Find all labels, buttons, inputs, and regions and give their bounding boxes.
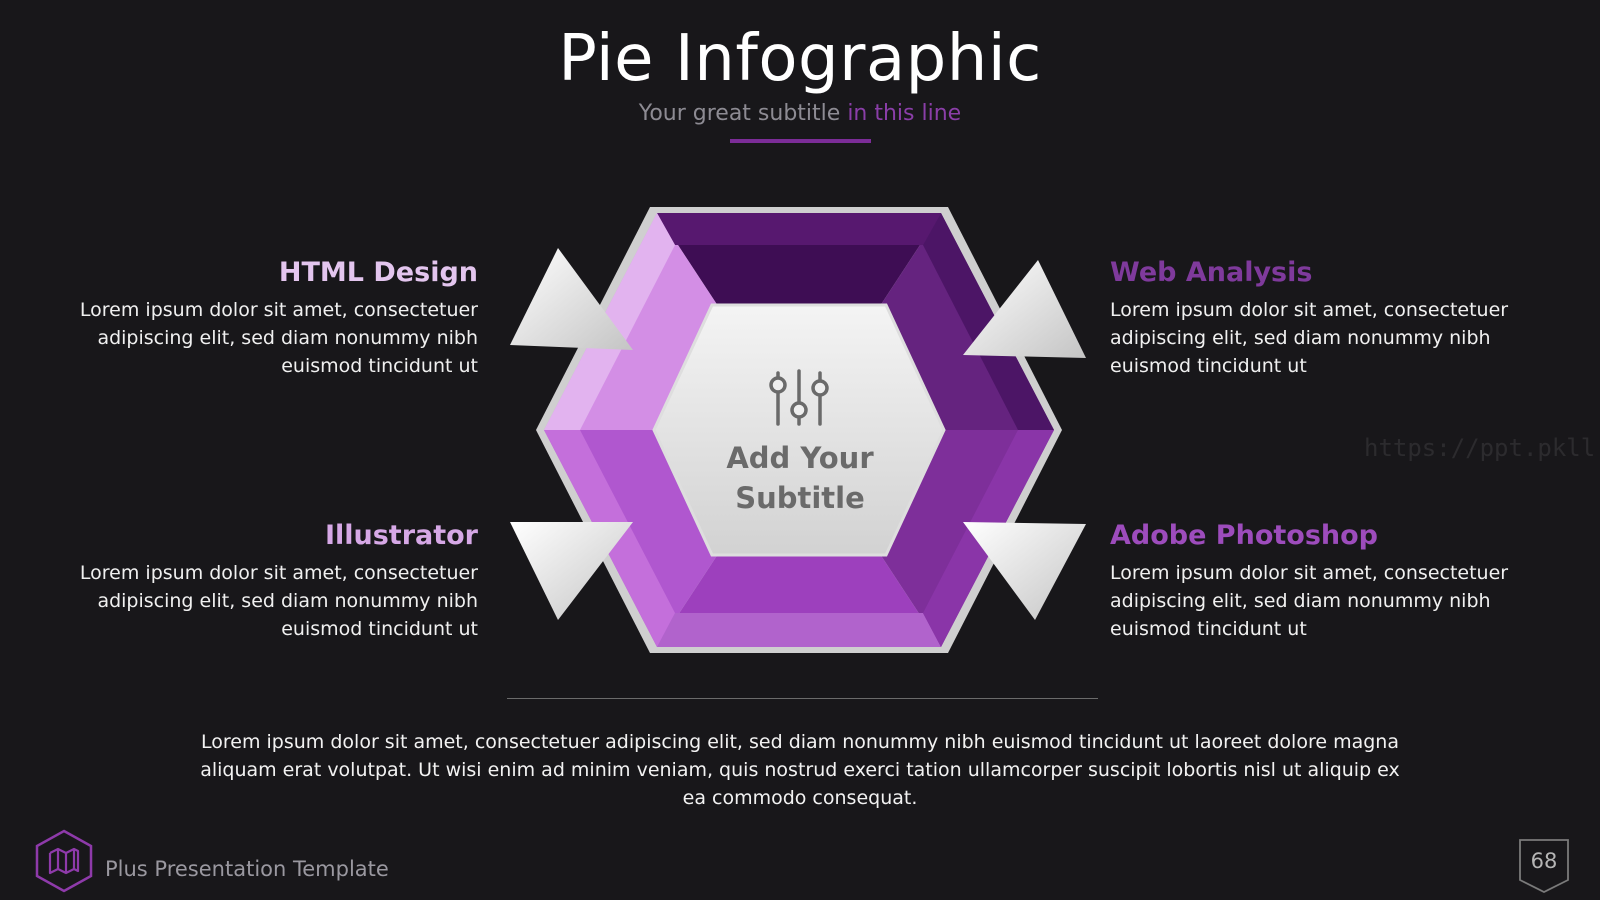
center-subtitle-line1: Add Your — [726, 441, 874, 475]
section-illustrator: Illustrator Lorem ipsum dolor sit amet, … — [68, 519, 478, 643]
arrow-triangle-bottom-left — [510, 522, 633, 620]
hexagon-top-bevel — [657, 213, 941, 245]
center-subtitle-line2: Subtitle — [735, 481, 865, 515]
section-html-design-title: HTML Design — [278, 257, 478, 288]
footer-brand-text: Plus Presentation Template — [105, 857, 389, 881]
section-illustrator-title: Illustrator — [324, 520, 478, 551]
section-illustrator-text: Lorem ipsum dolor sit amet, consectetuer… — [79, 562, 478, 640]
section-web-analysis-text: Lorem ipsum dolor sit amet, consectetuer… — [1110, 299, 1509, 377]
page-badge-icon — [1519, 839, 1569, 894]
page-subtitle: Your great subtitle in this line — [0, 101, 1600, 126]
content-divider — [507, 698, 1098, 699]
page-title: Pie Infographic — [558, 22, 1042, 96]
map-icon — [35, 829, 93, 893]
body-paragraph: Lorem ipsum dolor sit amet, consectetuer… — [200, 731, 1400, 809]
subtitle-main: Your great subtitle — [638, 101, 841, 126]
hexagon-top-right-bevel — [923, 213, 1054, 430]
hexagon-infographic — [510, 207, 1086, 653]
title-underline — [730, 139, 871, 143]
section-adobe-photoshop: Adobe Photoshop Lorem ipsum dolor sit am… — [1110, 519, 1520, 643]
arrow-triangle-top-right — [963, 260, 1086, 358]
section-web-analysis: Web Analysis Lorem ipsum dolor sit amet,… — [1110, 256, 1520, 380]
section-adobe-photoshop-title: Adobe Photoshop — [1110, 520, 1378, 551]
hexagon-center — [652, 303, 946, 557]
hexagon-bottom-bevel — [657, 613, 941, 647]
center-subtitle: Add Your Subtitle — [680, 438, 920, 518]
page-number: 68 — [1530, 849, 1558, 873]
section-html-design: HTML Design Lorem ipsum dolor sit amet, … — [68, 256, 478, 380]
arrow-triangle-top-left — [510, 248, 633, 350]
subtitle-accent: in this line — [847, 101, 962, 126]
section-adobe-photoshop-text: Lorem ipsum dolor sit amet, consectetuer… — [1110, 562, 1509, 640]
section-html-design-text: Lorem ipsum dolor sit amet, consectetuer… — [79, 299, 478, 377]
section-web-analysis-title: Web Analysis — [1110, 257, 1313, 288]
arrow-triangle-bottom-right — [963, 522, 1086, 620]
watermark: https://ppt.pkll.de — [1364, 434, 1600, 462]
sliders-icon — [769, 369, 829, 426]
